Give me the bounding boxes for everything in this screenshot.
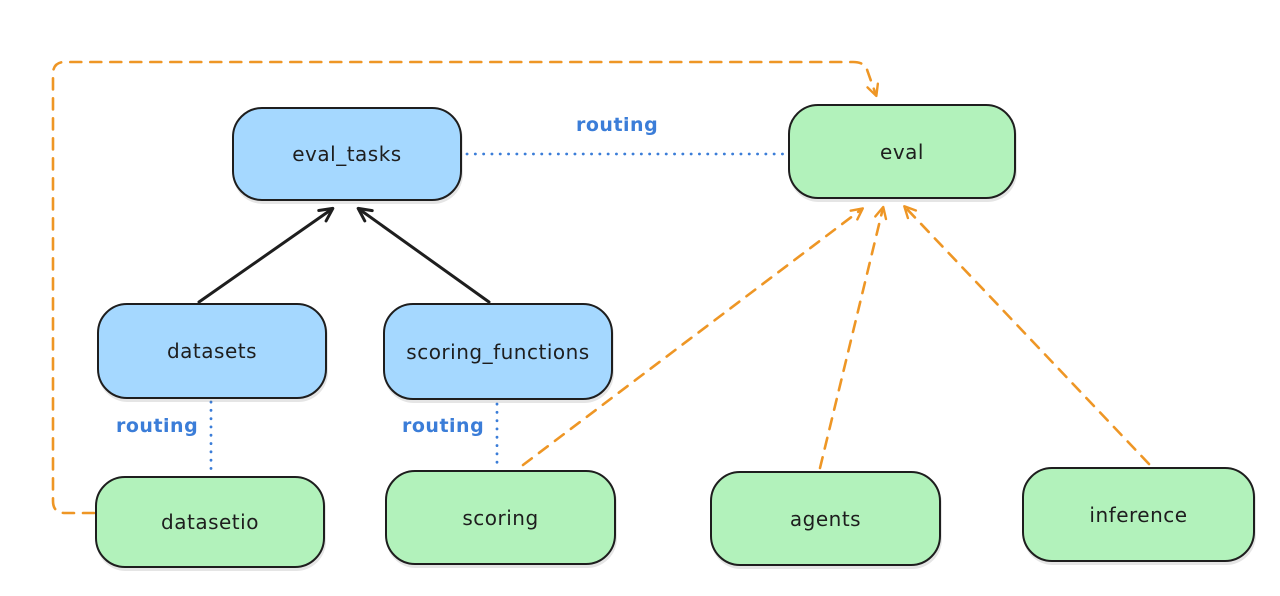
node-datasets-label: datasets — [166, 339, 258, 363]
node-datasets: datasets — [97, 303, 327, 399]
node-eval-tasks-label: eval_tasks — [292, 142, 402, 166]
edge-agents-to-eval — [818, 205, 888, 470]
node-scoring-functions: scoring_functions — [383, 303, 613, 400]
node-datasetio: datasetio — [95, 476, 325, 568]
node-eval-tasks: eval_tasks — [232, 107, 462, 201]
node-agents-label: agents — [789, 506, 862, 531]
edge-scoring_functions-to-eval_tasks — [356, 206, 491, 304]
node-agents: agents — [710, 471, 941, 566]
node-eval-label: eval — [880, 139, 924, 164]
node-eval: eval — [788, 104, 1016, 199]
node-scoring: scoring — [385, 470, 616, 565]
edge-label-routing-datasets-datasetio: routing — [116, 415, 199, 437]
node-scoring-functions-label: scoring_functions — [406, 339, 590, 364]
edge-datasetio-to-eval-loop — [51, 60, 880, 515]
edge-label-routing-scoring_functions-scoring: routing — [402, 415, 485, 437]
edge-datasets-to-eval_tasks — [197, 206, 335, 304]
node-datasetio-label: datasetio — [161, 510, 259, 534]
node-inference: inference — [1022, 467, 1255, 562]
edge-label-routing-eval_tasks-eval: routing — [576, 114, 659, 136]
node-inference-label: inference — [1089, 502, 1188, 527]
edge-inference-to-eval — [903, 205, 1151, 466]
node-scoring-label: scoring — [462, 505, 539, 530]
edge-scoring-to-eval — [521, 207, 864, 467]
